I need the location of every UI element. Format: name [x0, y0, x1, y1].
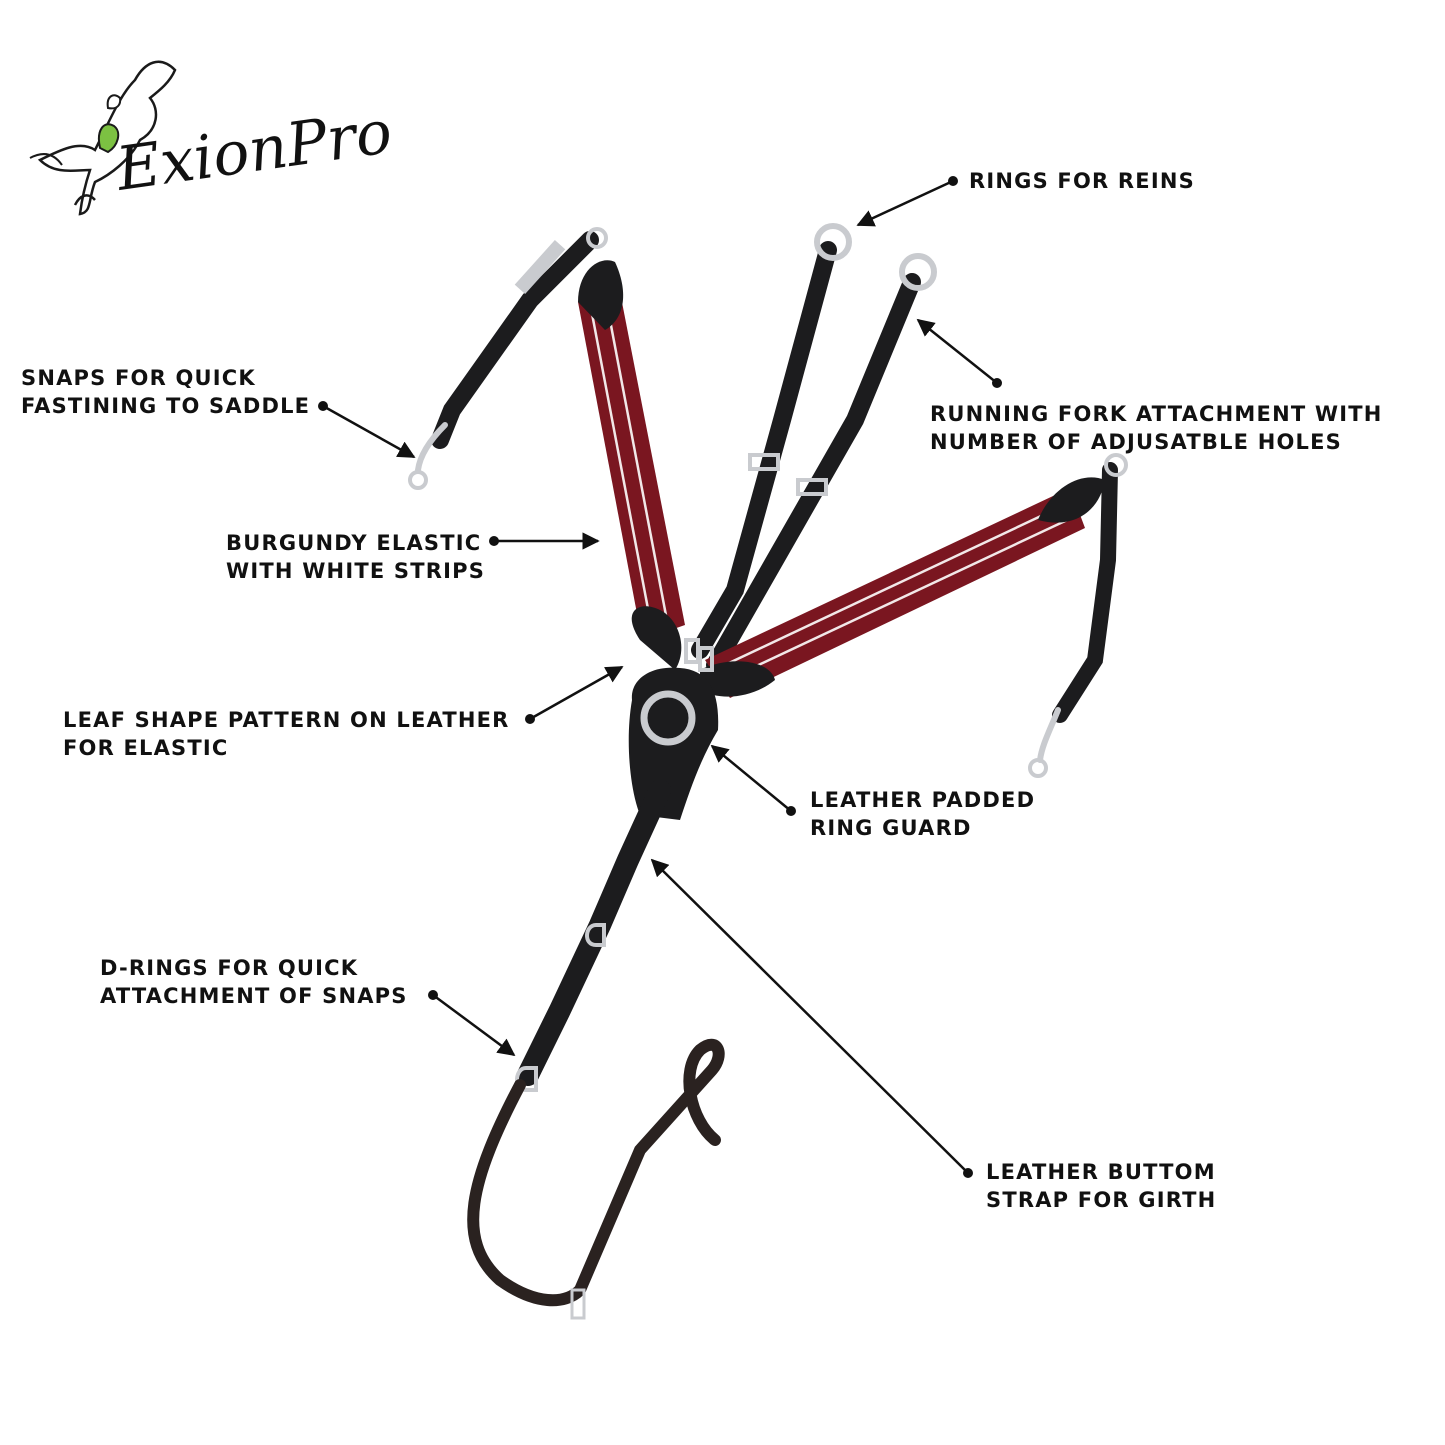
callout-rings-for-reins: RINGS FOR REINS: [969, 169, 1195, 193]
callout-arrows: [318, 176, 1002, 1178]
callout-ring-guard: LEATHER PADDED RING GUARD: [810, 788, 1036, 840]
callout-burgundy-elastic: BURGUNDY ELASTIC WITH WHITE STRIPS: [226, 531, 486, 583]
logo-emblem: [29, 60, 177, 216]
callout-leaf-shape: LEAF SHAPE PATTERN ON LEATHER FOR ELASTI…: [63, 708, 510, 760]
callout-running-fork: RUNNING FORK ATTACHMENT WITH NUMBER OF A…: [930, 402, 1383, 454]
callout-snaps: SNAPS FOR QUICK FASTINING TO SADDLE: [21, 366, 311, 418]
callout-bottom-strap: LEATHER BUTTOM STRAP FOR GIRTH: [986, 1160, 1217, 1212]
breastplate: [408, 223, 1128, 1320]
callout-d-rings: D-RINGS FOR QUICK ATTACHMENT OF SNAPS: [100, 956, 408, 1008]
